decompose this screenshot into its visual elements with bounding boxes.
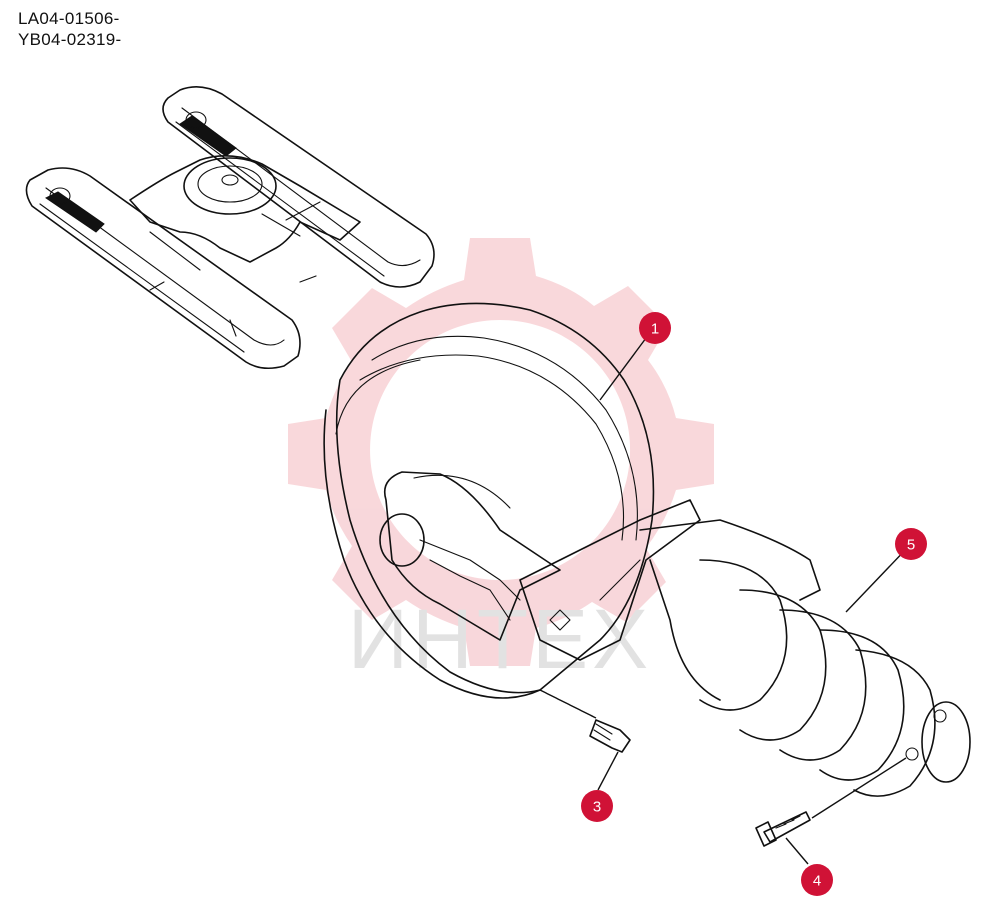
callout-4[interactable]: 4	[801, 864, 833, 896]
callout-5[interactable]: 5	[895, 528, 927, 560]
callout-4-label: 4	[813, 873, 821, 890]
serial-number-line-2: YB04-02319-	[18, 30, 122, 49]
recoil-spring	[639, 519, 971, 797]
callout-3-label: 3	[593, 799, 601, 816]
bolt-3	[589, 719, 631, 753]
callout-1-label: 1	[651, 321, 659, 338]
watermark-gear-icon	[288, 238, 714, 666]
leader-lines	[539, 329, 911, 865]
bolt-4	[755, 811, 811, 847]
callout-3[interactable]: 3	[581, 790, 613, 822]
idler-yoke	[379, 471, 701, 661]
callout-5-label: 5	[907, 537, 915, 554]
idler-wheel	[323, 302, 655, 699]
serial-number-range: LA04-01506- YB04-02319-	[18, 8, 121, 50]
track-frame	[25, 86, 435, 370]
callout-1[interactable]: 1	[639, 312, 671, 344]
serial-number-line-1: LA04-01506-	[18, 9, 120, 28]
